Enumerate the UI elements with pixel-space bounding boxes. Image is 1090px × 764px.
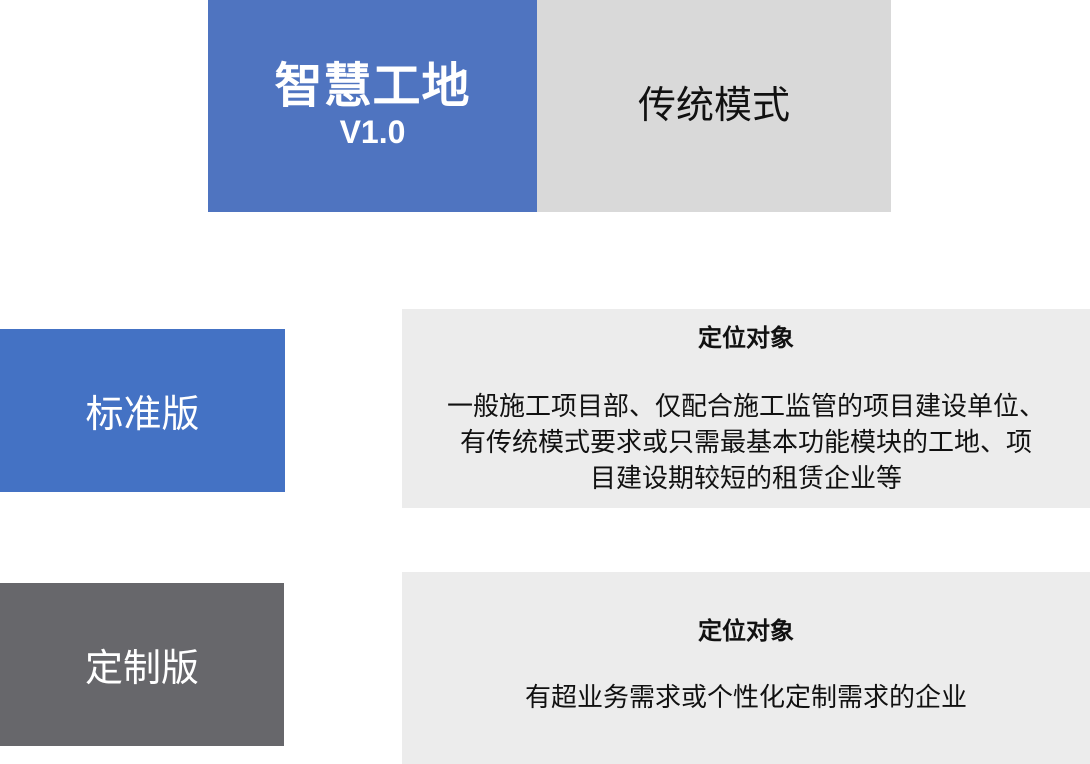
custom-desc-line: 有超业务需求或个性化定制需求的企业 bbox=[524, 683, 967, 713]
custom-edition-panel: 定位对象 有超业务需求或个性化定制需求的企业 bbox=[402, 572, 1090, 764]
standard-panel-heading: 定位对象 bbox=[698, 324, 794, 352]
custom-panel-description: 有超业务需求或个性化定制需求的企业 bbox=[402, 680, 1090, 716]
custom-panel-heading: 定位对象 bbox=[698, 617, 794, 645]
brand-block: 智慧工地 V1.0 bbox=[208, 0, 537, 212]
custom-edition-block: 定制版 bbox=[0, 583, 284, 746]
standard-panel-description: 一般施工项目部、仅配合施工监管的项目建设单位、 有传统模式要求或只需最基本功能模… bbox=[402, 389, 1090, 497]
standard-edition-block: 标准版 bbox=[0, 329, 285, 492]
standard-desc-line: 目建设期较短的租赁企业等 bbox=[589, 464, 902, 494]
standard-edition-panel: 定位对象 一般施工项目部、仅配合施工监管的项目建设单位、 有传统模式要求或只需最… bbox=[402, 309, 1090, 508]
brand-version: V1.0 bbox=[339, 114, 406, 150]
traditional-mode-block: 传统模式 bbox=[537, 0, 891, 212]
standard-edition-label: 标准版 bbox=[85, 392, 200, 436]
traditional-mode-label: 传统模式 bbox=[637, 83, 790, 128]
brand-title: 智慧工地 bbox=[274, 57, 471, 114]
custom-edition-label: 定制版 bbox=[84, 646, 199, 690]
standard-desc-line: 一般施工项目部、仅配合施工监管的项目建设单位、 bbox=[446, 392, 1045, 422]
standard-desc-line: 有传统模式要求或只需最基本功能模块的工地、项 bbox=[459, 428, 1032, 458]
